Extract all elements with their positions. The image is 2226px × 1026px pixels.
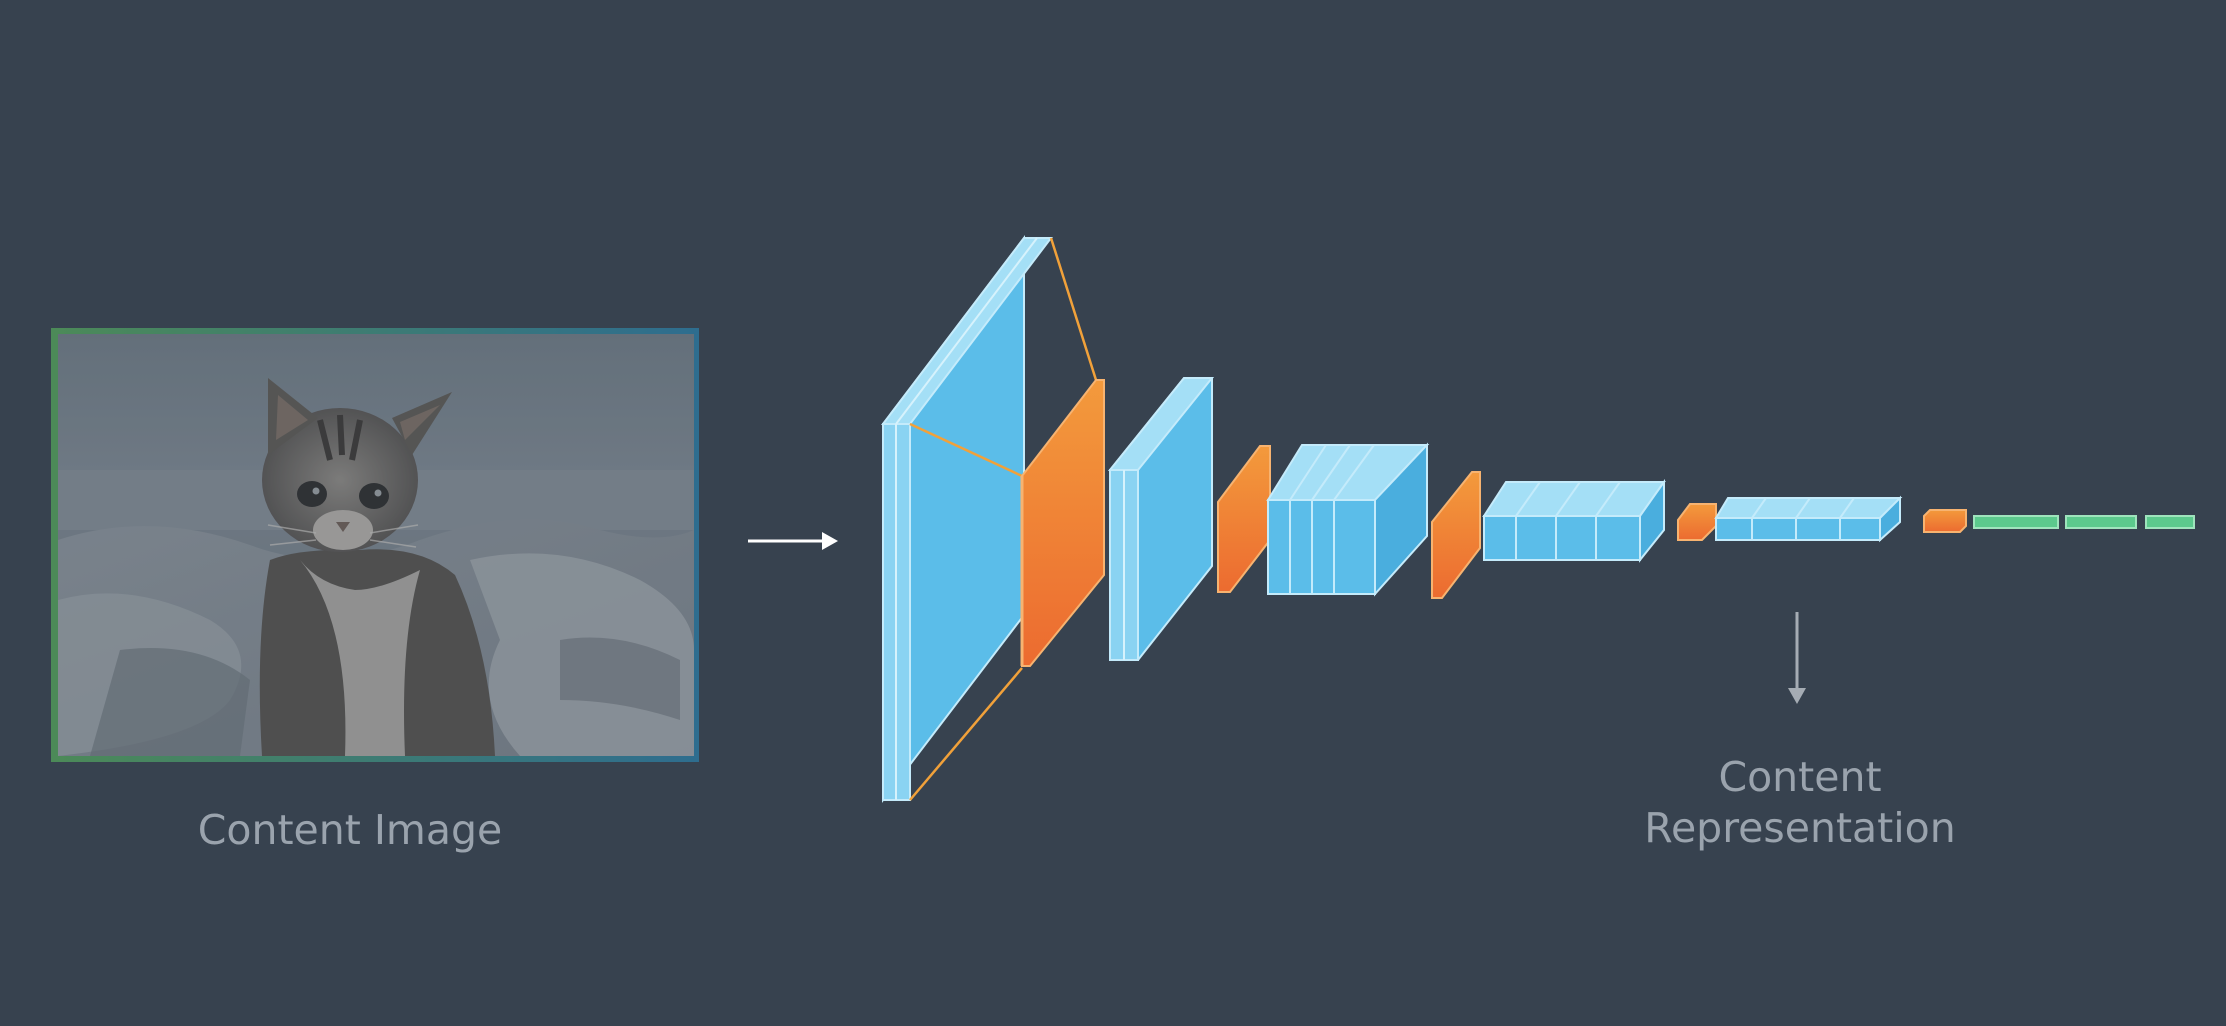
cat-photo [58, 334, 694, 756]
content-image-label: Content Image [197, 806, 503, 854]
conv-block-2 [1107, 377, 1215, 661]
fc-layers [1973, 515, 2195, 529]
pool-block-2 [1217, 445, 1271, 593]
conv-block-5 [1714, 495, 1903, 543]
content-representation-caption: Content Representation [1580, 752, 2020, 855]
fc-layer-3 [2145, 515, 2195, 529]
conv-block-4 [1482, 478, 1666, 563]
content-image [51, 328, 699, 762]
fc-layer-1 [1973, 515, 2059, 529]
pool-block-3 [1431, 471, 1481, 599]
fc-layer-2 [2065, 515, 2137, 529]
conv-block-1 [880, 235, 1098, 803]
pool-block-1 [1020, 379, 1105, 667]
content-representation-label-line2: Representation [1644, 804, 1956, 853]
content-representation-label-line1: Content [1718, 753, 1882, 801]
pool-block-5 [1923, 509, 1967, 533]
representation-arrow [1788, 612, 1806, 704]
pool-block-4 [1677, 503, 1717, 541]
input-arrow [748, 532, 838, 550]
content-image-caption: Content Image [130, 805, 570, 856]
conv-block-3 [1266, 442, 1430, 597]
